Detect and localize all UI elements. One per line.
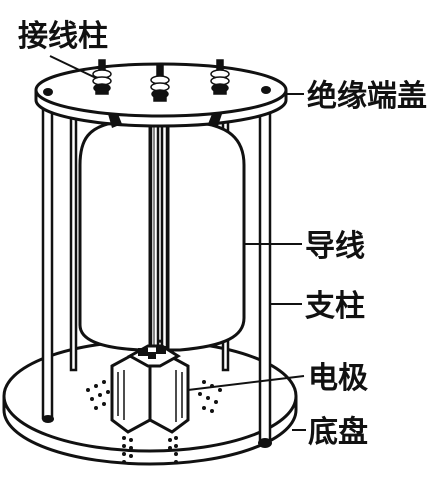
electrode-plates [78, 120, 246, 352]
leader-electrode [187, 375, 305, 391]
pillar-foot [258, 438, 272, 448]
label-terminal: 接线柱 [18, 19, 108, 54]
electrode-top-blocks [138, 346, 166, 359]
label-wire: 导线 [305, 229, 365, 264]
terminal-center [150, 65, 170, 102]
cap-hangers [108, 114, 222, 128]
label-support-pillar: 支柱 [305, 289, 365, 324]
label-insulating-cap: 绝缘端盖 [307, 79, 427, 114]
terminal-right [210, 59, 230, 95]
leader-terminal [49, 55, 97, 79]
pillar-foot [42, 415, 54, 423]
field-dots [86, 380, 222, 464]
central-rods [149, 103, 169, 357]
leader-lines [49, 55, 306, 431]
pillar-tops [43, 86, 271, 96]
label-base-plate: 底盘 [308, 415, 368, 450]
terminal-left [92, 59, 112, 95]
electrode-shading [117, 370, 183, 422]
label-electrode: 电极 [308, 361, 368, 396]
